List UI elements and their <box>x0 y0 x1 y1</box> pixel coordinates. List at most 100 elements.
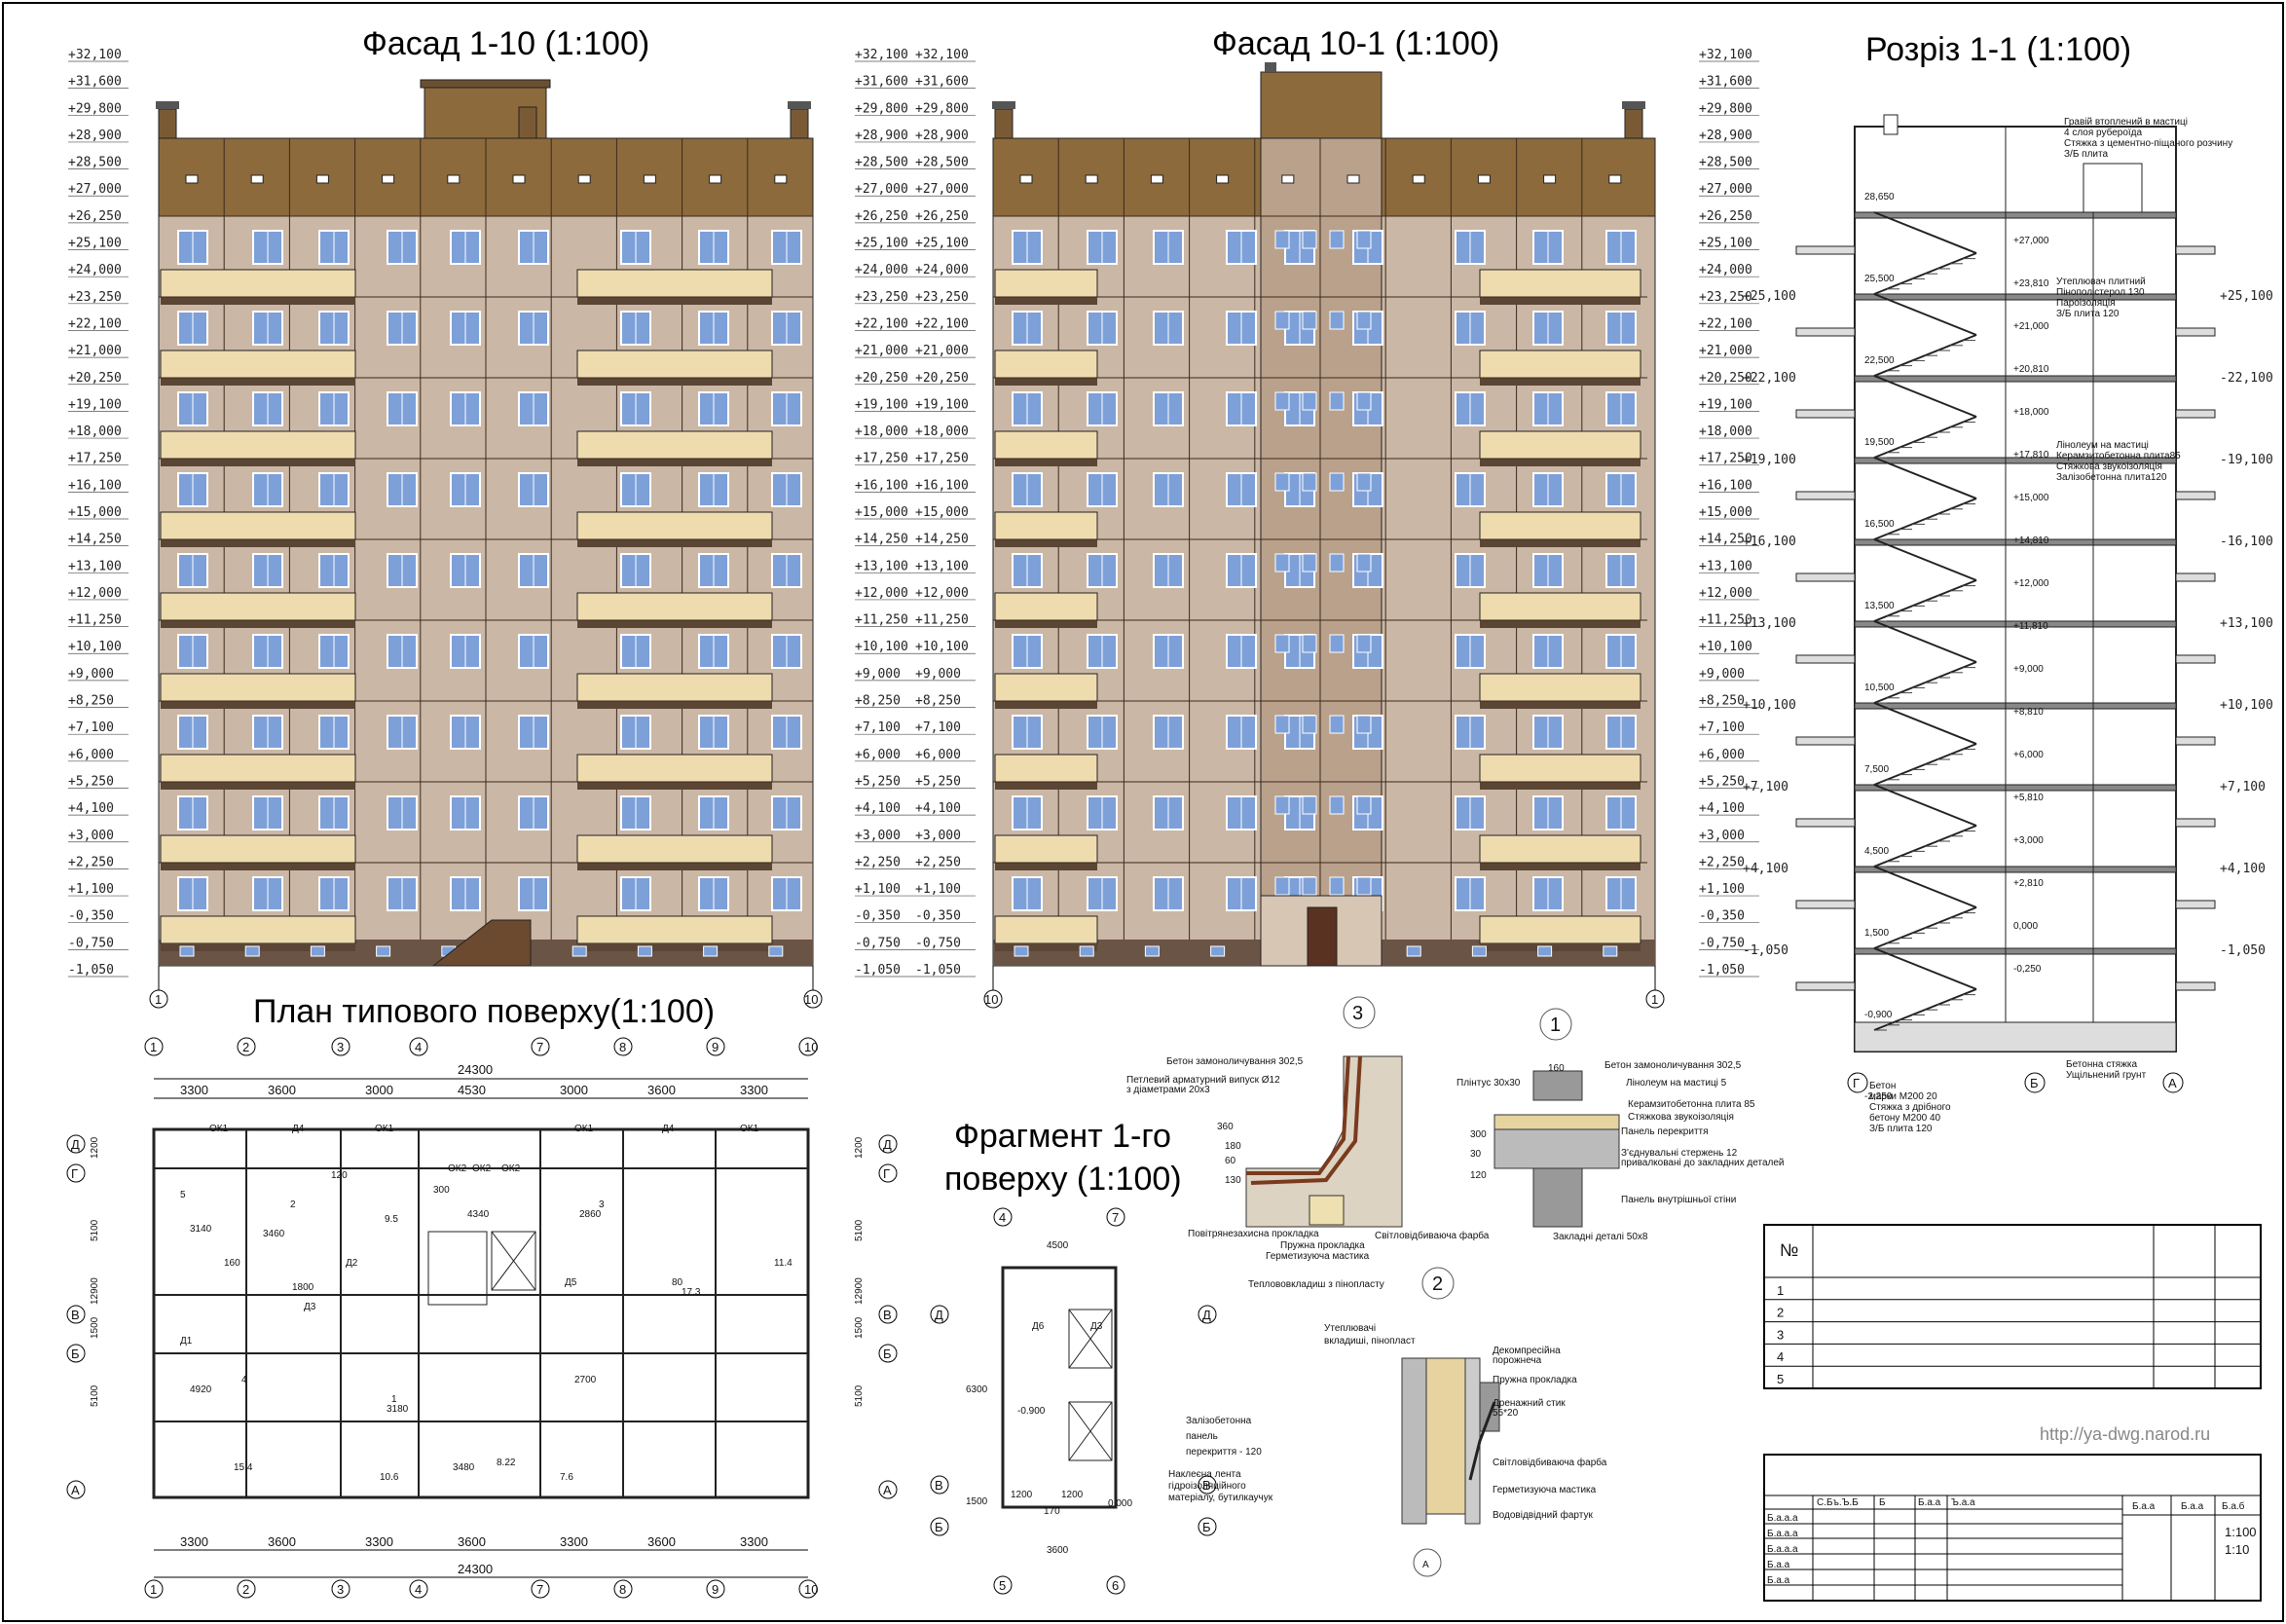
level-mark: +8,250 <box>68 694 114 709</box>
level-mark: +11,250 <box>915 613 969 628</box>
section-balcony <box>2175 409 2216 419</box>
section-level-right: +25,100 <box>2220 289 2273 304</box>
section-level-stair: 22,500 <box>1864 355 1895 366</box>
plan-side-dim: 5100 <box>90 1219 100 1241</box>
section-note: Лінолеум на мастиці <box>2056 440 2149 451</box>
basement-window <box>1537 945 1553 957</box>
balcony-shadow <box>577 297 772 305</box>
balcony-shadow <box>161 701 355 709</box>
detail-1-wall-top <box>1532 1070 1583 1101</box>
attic-vent <box>709 174 722 184</box>
section-note: Пароізоляція <box>2056 298 2116 309</box>
balcony <box>160 673 356 702</box>
detail-2-label: перекриття - 120 <box>1186 1447 1262 1458</box>
basement-window <box>310 945 325 957</box>
axis-label: 10 <box>804 1040 818 1054</box>
level-mark: +11,250 <box>1699 613 1752 628</box>
section-chimney <box>1883 114 1899 135</box>
plan-label: 4340 <box>467 1209 490 1220</box>
section-balcony <box>1795 327 1856 337</box>
axis-label: Д <box>71 1137 80 1152</box>
detail-3-loop <box>1246 1055 1350 1175</box>
level-mark: +18,000 <box>915 424 969 439</box>
axis-bubble <box>878 1134 898 1154</box>
tower-window <box>1356 472 1372 492</box>
section-balcony <box>2175 572 2216 582</box>
attic-vent <box>1346 174 1360 184</box>
level-mark: +1,100 <box>915 882 961 897</box>
plan-label: Д4 <box>292 1124 305 1134</box>
basement-window <box>179 945 195 957</box>
axis-bubble <box>144 1037 164 1056</box>
section-level-stair: -2,250 <box>1864 1091 1893 1102</box>
level-mark: -0,750 <box>855 936 901 950</box>
section-note: З/Б плита 120 <box>1869 1124 1933 1134</box>
balcony <box>576 350 773 379</box>
basement-window <box>1014 945 1029 957</box>
tower-window <box>1329 391 1345 411</box>
plan-side-dim: 5100 <box>854 1384 865 1407</box>
attic-vent <box>577 174 591 184</box>
floor-slab <box>1854 457 2177 464</box>
balcony-shadow <box>577 863 772 870</box>
tower-window <box>1329 795 1345 815</box>
balcony <box>576 673 773 702</box>
tower-window <box>1329 715 1345 734</box>
attic-vent <box>1608 174 1622 184</box>
axis-bubble <box>613 1037 633 1056</box>
section-note: 4 слоя рубероїда <box>2064 127 2143 138</box>
title-block-scale: 1:10 <box>2225 1542 2249 1557</box>
section-floors <box>1795 127 2216 1022</box>
level-mark: +31,600 <box>1699 75 1752 90</box>
facade-1-floors <box>159 138 813 957</box>
balcony-shadow <box>995 297 1097 305</box>
detail-2-label: гідроізоляційного <box>1168 1481 1246 1492</box>
section-level-stair: 1,500 <box>1864 928 1889 939</box>
axis-bubble <box>706 1579 725 1599</box>
plan-label: 4920 <box>190 1384 212 1395</box>
title-block-header: Б.а.б <box>2222 1500 2245 1512</box>
level-mark: +6,000 <box>1699 748 1745 762</box>
axis-label: 4 <box>415 1040 422 1054</box>
balcony-shadow <box>995 943 1097 951</box>
level-mark: +11,250 <box>68 613 122 628</box>
level-mark: +9,000 <box>68 667 114 682</box>
lift-core <box>491 1231 536 1291</box>
section-balcony <box>2175 491 2216 500</box>
detail-2-label: панель <box>1186 1431 1218 1442</box>
revision-row-number: 3 <box>1777 1327 1784 1342</box>
section-level-floor: +15,000 <box>2013 493 2049 503</box>
level-mark: +15,000 <box>855 505 908 520</box>
detail-3-label: Повітрянезахисна прокладка <box>1188 1229 1319 1239</box>
level-mark: +17,250 <box>1699 452 1752 466</box>
plan-label: Д2 <box>346 1258 358 1269</box>
tower-window <box>1274 715 1290 734</box>
detail-1-label: Лінолеум на мастиці 5 <box>1626 1078 1727 1089</box>
level-mark: +15,000 <box>68 505 122 520</box>
attic-vent <box>774 174 788 184</box>
level-mark: +10,100 <box>68 640 122 654</box>
axis-label: 7 <box>1112 1210 1119 1225</box>
axis-label: Б <box>2030 1076 2039 1090</box>
plan-label: ОК1 <box>375 1124 394 1134</box>
section-level-floor: +17,810 <box>2013 450 2049 461</box>
level-mark: +27,000 <box>1699 182 1752 197</box>
detail-2-label: Залізобетонна <box>1186 1415 1252 1426</box>
axis-label: В <box>71 1308 80 1322</box>
section-level-floor: +18,000 <box>2013 407 2049 418</box>
axis-label: А <box>883 1483 892 1497</box>
plan-side-dim: 5100 <box>854 1219 865 1241</box>
stair-flight <box>1873 375 1977 418</box>
level-mark: +1,100 <box>855 882 901 897</box>
level-mark: +9,000 <box>915 667 961 682</box>
level-mark: +26,250 <box>68 209 122 224</box>
plan-label: ОК1 <box>740 1124 759 1134</box>
axis-bubble <box>237 1579 256 1599</box>
axis-label: Б <box>935 1520 943 1534</box>
axis-bubble <box>930 1475 949 1495</box>
section-balcony <box>1795 736 1856 746</box>
balcony-shadow <box>161 539 355 547</box>
